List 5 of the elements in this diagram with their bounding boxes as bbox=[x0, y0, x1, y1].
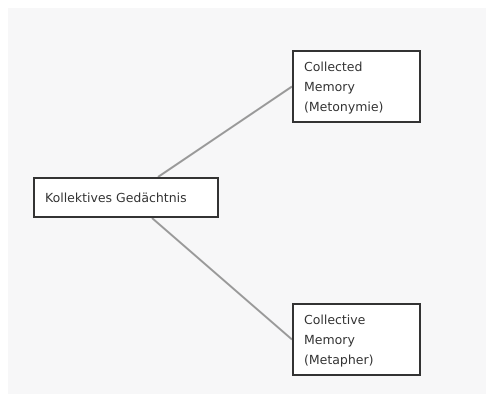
connector-line bbox=[157, 86, 293, 178]
text-box: Collective Memory (Metapher) bbox=[292, 303, 421, 376]
text-box: Kollektives Gedächtnis bbox=[33, 177, 219, 218]
connector-line bbox=[151, 217, 293, 340]
text-box: Collected Memory (Metonymie) bbox=[292, 50, 421, 123]
